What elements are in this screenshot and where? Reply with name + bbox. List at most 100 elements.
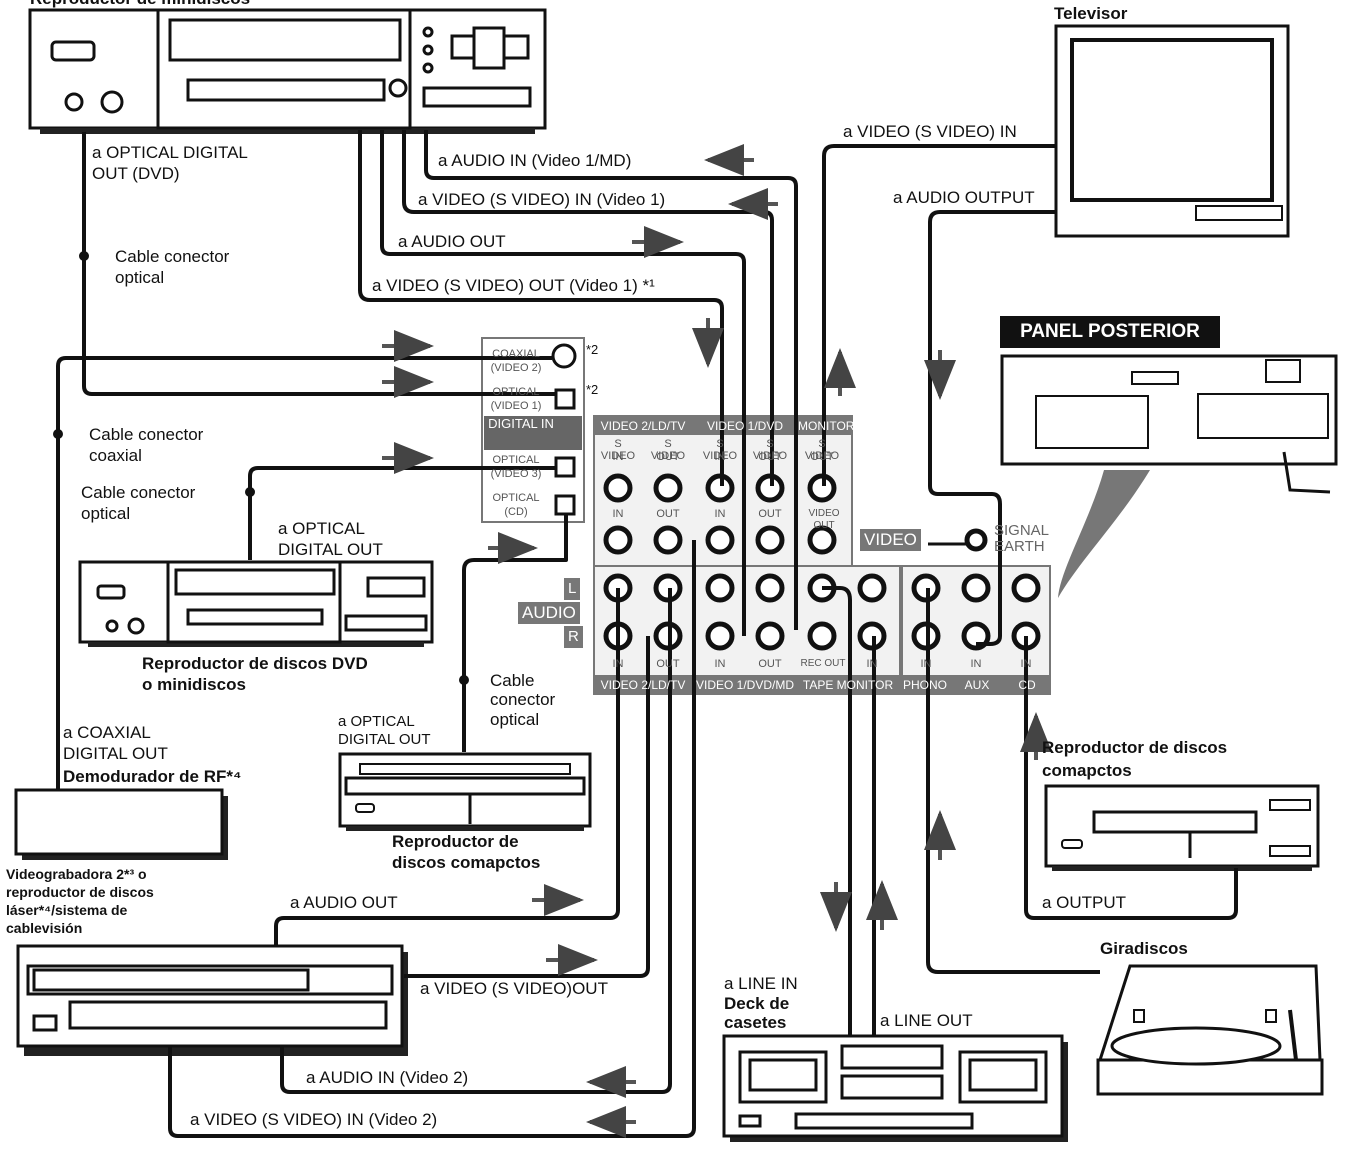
- dvd-title-2: o minidiscos: [142, 675, 246, 694]
- television: [1054, 24, 1290, 238]
- cable-optical-dvd: [248, 466, 556, 560]
- label-cable-optical-1b: optical: [115, 268, 165, 287]
- group-video1-top: VIDEO 1/DVD: [706, 419, 784, 433]
- group-monitor-top: MONITOR: [798, 419, 855, 433]
- audio-row-4: OUT: [758, 658, 782, 670]
- dvd-player: [78, 560, 434, 647]
- rear-panel-title: PANEL POSTERIOR: [1000, 316, 1220, 348]
- label-optical-digital-out-dvd-2: OUT (DVD): [92, 164, 180, 183]
- vcr-2: [16, 944, 408, 1056]
- video-row-2: OUT: [656, 508, 680, 520]
- label-cable-optical-3a: Cable: [490, 671, 535, 690]
- audio-row-5: REC OUT: [800, 658, 846, 669]
- cd-player-left: [338, 752, 592, 831]
- cable-audio-out-top: [380, 130, 746, 636]
- jack-label-optical3-sub: (VIDEO 3): [490, 468, 542, 480]
- group-video2-bottom: VIDEO 2/LD/TV: [600, 678, 686, 692]
- cable-video-out-video1: [358, 130, 724, 486]
- label-cable-optical-3c: optical: [490, 710, 540, 729]
- receiver-jacks: [603, 473, 1041, 651]
- jack-label-coaxial: COAXIAL: [492, 348, 540, 360]
- rf-demod-title: Demodurador de RF*⁴: [63, 767, 242, 786]
- jack-label-coaxial-sub: (VIDEO 2): [490, 362, 542, 374]
- turntable: [1096, 964, 1324, 1096]
- cable-optical-top: [82, 132, 556, 396]
- audio-row-6: IN: [866, 658, 878, 670]
- cable-dots: [53, 251, 469, 685]
- signal-arrows: [382, 144, 1052, 1138]
- label-cd-output: a OUTPUT: [1042, 893, 1127, 912]
- svideo-4: S VIDEO: [752, 438, 788, 462]
- cable-vcr-video-out: [404, 636, 650, 978]
- label-video-in-video1: a VIDEO (S VIDEO) IN (Video 1): [418, 190, 666, 209]
- cd-left-title-2: discos comapctos: [392, 853, 541, 872]
- audio-row-9: IN: [1020, 658, 1032, 670]
- digital-in-header: DIGITAL IN: [488, 416, 554, 431]
- label-tv-video-in: a VIDEO (S VIDEO) IN: [843, 122, 1017, 141]
- jack-label-optical-cd: OPTICAL: [492, 492, 540, 504]
- label-video-out-video1: a VIDEO (S VIDEO) OUT (Video 1) *¹: [372, 276, 655, 295]
- footnote-mark-1: *2: [586, 342, 599, 357]
- group-phono: PHONO: [902, 678, 947, 692]
- vcr2-title-2: reproductor de discos: [6, 884, 154, 900]
- cable-phono: [926, 588, 1100, 974]
- cd-player-right: [1044, 784, 1320, 871]
- label-deck-line-out: a LINE OUT: [880, 1011, 973, 1030]
- group-cd: CD: [1018, 678, 1036, 692]
- audio-l-tag: L: [564, 578, 581, 600]
- jack-label-optical-cd-sub: (CD): [504, 506, 528, 518]
- jack-label-optical1: OPTICAL: [492, 386, 540, 398]
- label-tv-audio-output: a AUDIO OUTPUT: [893, 188, 1035, 207]
- label-cable-optical-2a: Cable conector: [81, 483, 196, 502]
- vcr2-title-3: láser*⁴/sistema de: [6, 902, 128, 918]
- label-cable-optical-2b: optical: [81, 504, 131, 523]
- label-audio-out-top: a AUDIO OUT: [398, 232, 506, 251]
- cable-video-in-video1: [402, 130, 774, 486]
- label-deck-line-in: a LINE IN: [724, 974, 798, 993]
- svideo-3-dir: IN: [714, 451, 726, 463]
- label-cd-optical-out-a: a OPTICAL: [338, 713, 415, 730]
- tv-title: Televisor: [1054, 4, 1128, 23]
- label-vcr-video-out: a VIDEO (S VIDEO)OUT: [420, 979, 608, 998]
- minidisc-top-title: Reproductor de minidiscos: [30, 0, 250, 9]
- cd-left-title-1: Reproductor de: [392, 832, 519, 851]
- video-tag: VIDEO: [860, 529, 921, 551]
- video-row-4: OUT: [758, 508, 782, 520]
- rf-demodulator: [14, 788, 228, 860]
- label-dvd-optical-out-a: a OPTICAL: [278, 519, 365, 538]
- cable-audio-in-video1: [424, 130, 798, 630]
- cassette-deck: [722, 1034, 1068, 1142]
- svideo-1: S VIDEO: [600, 438, 636, 462]
- video-row-3: IN: [714, 508, 726, 520]
- jack-label-optical1-sub: (VIDEO 1): [490, 400, 542, 412]
- cable-optical-cd: [462, 514, 568, 752]
- label-coaxial-out-a: a COAXIAL: [63, 723, 151, 742]
- label-coaxial-out-b: DIGITAL OUT: [63, 744, 168, 763]
- video-row-1: IN: [612, 508, 624, 520]
- label-audio-in-video1md: a AUDIO IN (Video 1/MD): [438, 151, 632, 170]
- svideo-1-dir: IN: [612, 451, 624, 463]
- dvd-title-1: Reproductor de discos DVD: [142, 654, 368, 673]
- signal-earth-2: EARTH: [994, 538, 1045, 555]
- svideo-2-dir: OUT: [656, 451, 680, 463]
- audio-r-tag: R: [564, 626, 583, 648]
- group-video2-top: VIDEO 2/LD/TV: [600, 419, 686, 433]
- cable-vcr-video-in: [168, 540, 696, 1138]
- deck-title-2: casetes: [724, 1013, 787, 1032]
- digital-in-block: [481, 337, 585, 523]
- cable-vcr-audio-in: [280, 588, 672, 1094]
- label-cable-coaxial-a: Cable conector: [89, 425, 204, 444]
- jack-label-optical3: OPTICAL: [492, 454, 540, 466]
- cable-coaxial: [56, 356, 552, 790]
- cable-cd-output: [1024, 636, 1238, 920]
- group-video1-bottom: VIDEO 1/DVD/MD: [695, 678, 794, 692]
- cable-deck-line-in: [822, 586, 852, 1036]
- cable-tv-audio: [928, 210, 1056, 646]
- group-aux: AUX: [964, 678, 990, 692]
- label-cable-optical-1a: Cable conector: [115, 247, 230, 266]
- cd-right-title-1: Reproductor de discos: [1042, 738, 1228, 757]
- cd-right-title-2: comapctos: [1042, 761, 1132, 780]
- minidisc-player-top: [28, 8, 547, 134]
- rear-panel-thumbnail: [1000, 354, 1338, 494]
- audio-tag: AUDIO: [518, 602, 580, 624]
